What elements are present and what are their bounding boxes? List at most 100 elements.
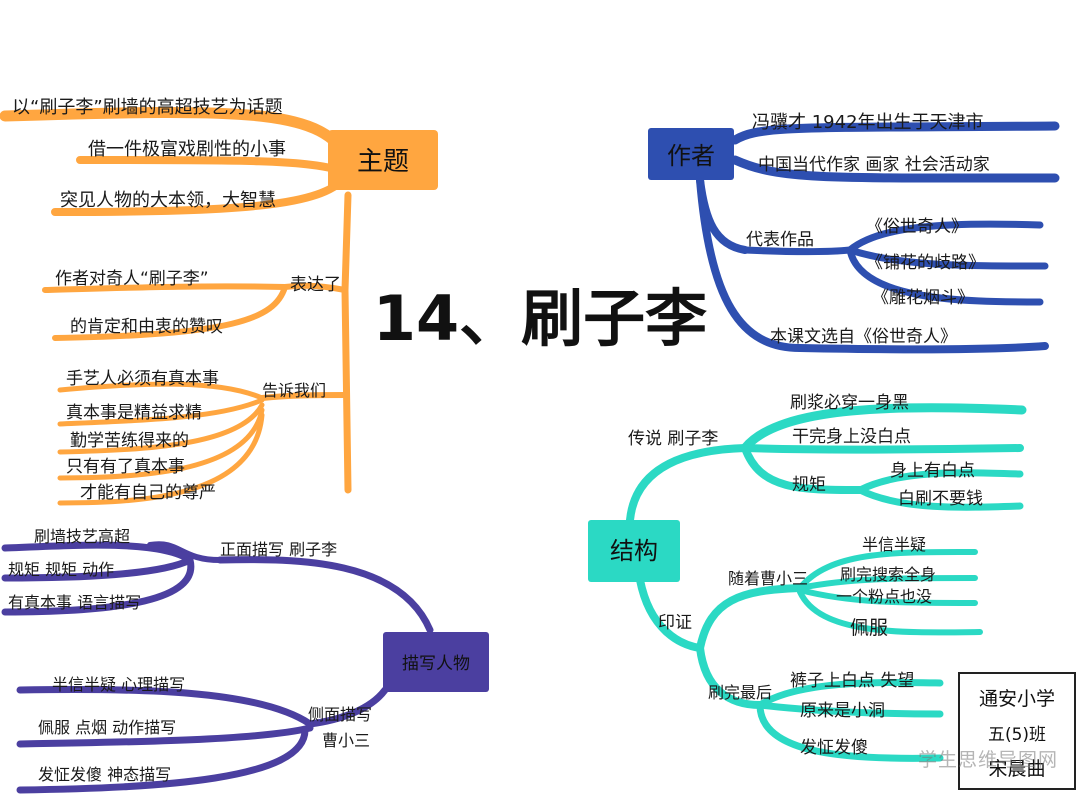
follow-item-3: 一个粉点也没 [836, 587, 932, 606]
author-box [648, 128, 734, 180]
direct-connector [147, 541, 223, 563]
direct-item-3: 有真本事 语言描写 [8, 593, 141, 612]
tell-line-4 [57, 407, 265, 481]
works-label: 代表作品 [746, 230, 814, 250]
side-sub-label: 曹小三 [322, 731, 370, 750]
watermark: 学生思维导图网 [918, 749, 1059, 771]
direct-line-3 [1, 556, 195, 616]
legend-label: 传说 刷子李 [628, 429, 718, 449]
works-item-1: 《俗世奇人》 [866, 217, 968, 237]
theme-item-1: 以“刷子李”刷墙的高超技艺为话题 [12, 97, 283, 118]
rule-item-2: 白刷不要钱 [898, 489, 983, 509]
tell-label: 告诉我们 [262, 381, 326, 400]
structure-box [588, 520, 680, 582]
structure-legend-trunk [626, 444, 749, 524]
follow-line-1 [797, 548, 978, 591]
last-item-3: 发怔发傻 [800, 738, 868, 758]
follow-item-2: 刷完搜索全身 [840, 565, 936, 584]
signature-box: 通安小学 五(5)班 宋晨曲 [958, 672, 1076, 790]
works-item-3: 《雕花烟斗》 [872, 288, 974, 308]
last-item-1: 裤子上白点 失望 [790, 671, 914, 691]
tell-item-5: 才能有自己的尊严 [80, 483, 216, 503]
follow-label: 随着曹小三 [728, 569, 808, 588]
works-item-2: 《铺花的歧路》 [866, 253, 985, 273]
theme-trunk [341, 191, 352, 494]
side-item-2: 佩服 点烟 动作描写 [38, 718, 176, 737]
signature-name: 宋晨曲 [988, 758, 1046, 780]
rule-line-2 [856, 486, 1024, 511]
direct-line-2 [1, 556, 194, 582]
last-label: 刷完最后 [708, 683, 772, 702]
legend-line-2 [741, 444, 1024, 454]
last-item-2: 原来是小洞 [800, 701, 885, 721]
author-item-1: 冯骥才 1942年出生于天津市 [752, 112, 984, 133]
last-line-1 [756, 678, 944, 709]
character-side-link [306, 686, 389, 728]
theme-express-link [282, 282, 348, 293]
side-line-1 [16, 685, 314, 728]
follow-item-4: 佩服 [850, 617, 888, 639]
theme-label: 主题 [357, 147, 409, 177]
follow-line-2 [797, 575, 978, 591]
legend-item-1: 刷浆必穿一身黑 [790, 393, 909, 413]
legend-rule-link [741, 444, 864, 494]
structure-label: 结构 [610, 537, 658, 565]
tell-item-3: 勤学苦练得来的 [70, 431, 189, 451]
verify-follow-link [696, 584, 804, 652]
express-label: 表达了 [290, 275, 341, 295]
follow-item-1: 半信半疑 [862, 535, 926, 554]
author-trunk-source [696, 176, 804, 352]
tell-item-4: 只有有了真本事 [66, 457, 185, 477]
follow-line-3 [797, 587, 978, 606]
character-branch [1, 541, 434, 794]
theme-item-3: 突见人物的大本领，大智慧 [60, 190, 276, 211]
theme-box [328, 130, 438, 190]
works-link [741, 246, 854, 255]
rule-line-1 [856, 469, 1024, 494]
side-item-3: 发怔发傻 神态描写 [38, 765, 171, 784]
works-line-2 [846, 246, 1049, 270]
rule-item-1: 身上有白点 [890, 461, 975, 481]
author-branch [696, 121, 1060, 354]
structure-branch [626, 403, 1027, 762]
signature-school: 通安小学 [978, 688, 1055, 710]
signature-class: 五(5)班 [987, 725, 1047, 745]
tell-item-2: 真本事是精益求精 [66, 403, 202, 423]
tell-line-1 [57, 381, 265, 401]
side-label: 侧面描写 [308, 705, 372, 724]
express-item-1: 作者对奇人“刷子李” [55, 269, 209, 289]
character-box [383, 632, 489, 692]
last-line-2 [756, 701, 944, 718]
source-line [796, 342, 1049, 354]
verify-label: 印证 [658, 613, 692, 633]
tell-line-5 [57, 412, 265, 506]
author-line-1 [730, 121, 1060, 145]
theme-item-2: 借一件极富戏剧性的小事 [88, 139, 286, 160]
tell-line-2 [57, 397, 265, 427]
rule-label: 规矩 [792, 475, 826, 495]
express-line-2 [52, 284, 288, 341]
follow-line-4 [797, 589, 983, 636]
theme-tell-link [259, 392, 348, 401]
character-direct-link [216, 556, 434, 634]
author-label: 作者 [667, 142, 715, 170]
main-title: 14、刷子李 [373, 282, 707, 355]
direct-item-2: 规矩 规矩 动作 [8, 560, 114, 579]
character-label: 描写人物 [402, 654, 470, 674]
side-line-2 [16, 724, 314, 748]
direct-item-1: 刷墙技艺高超 [34, 527, 130, 546]
theme-line-2 [76, 156, 344, 174]
express-line-1 [42, 283, 288, 293]
structure-verify-trunk [636, 576, 704, 652]
express-item-2: 的肯定和由衷的赞叹 [70, 317, 223, 337]
author-line-2 [730, 155, 1060, 183]
last-line-3 [756, 701, 944, 762]
author-source: 本课文选自《俗世奇人》 [770, 327, 957, 347]
side-item-1: 半信半疑 心理描写 [52, 675, 185, 694]
direct-line-1 [1, 541, 194, 564]
author-item-2: 中国当代作家 画家 社会活动家 [758, 155, 990, 175]
works-line-1 [846, 220, 1044, 254]
legend-line-1 [740, 403, 1027, 453]
works-line-3 [846, 246, 1044, 306]
